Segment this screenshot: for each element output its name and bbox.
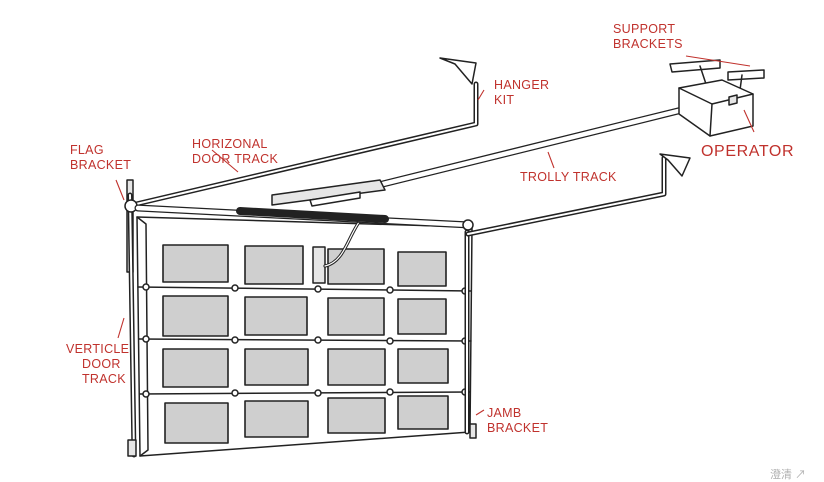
trolley-track <box>271 106 686 207</box>
jamb-bracket-line2: BRACKET <box>487 421 549 435</box>
jamb-bracket-line1: JAMB <box>487 406 522 420</box>
hanger-kit-line1: HANGER <box>494 78 550 92</box>
operator-label: OPERATOR <box>701 143 795 160</box>
spring-shaft <box>124 199 474 231</box>
horizontal-track-line1: HORIZONAL <box>192 137 268 151</box>
verticle-track-line3: TRACK <box>82 372 126 386</box>
flag-bracket-line1: FLAG <box>70 143 104 157</box>
leader-lines <box>115 55 755 416</box>
trolly-track-label: TROLLY TRACK <box>520 170 617 184</box>
verticle-track-label: VERTICLE DOOR TRACK <box>66 342 129 387</box>
door-arm-bracket <box>312 216 364 284</box>
verticle-track-line2: DOOR <box>82 357 121 371</box>
operator-assembly <box>669 59 765 137</box>
horizontal-tracks <box>129 81 667 237</box>
support-brackets-label: SUPPORT BRACKETS <box>613 22 683 52</box>
hanger-kit-label: HANGER KIT <box>494 78 549 108</box>
hanger-brackets <box>439 57 691 177</box>
horizontal-track-line2: DOOR TRACK <box>192 152 279 166</box>
verticle-track-line1: VERTICLE <box>66 342 130 356</box>
hanger-kit-line2: KIT <box>494 93 515 107</box>
door-windows <box>162 244 449 444</box>
flag-bracket-line2: BRACKET <box>70 158 132 172</box>
horizontal-track-label: HORIZONAL DOOR TRACK <box>192 137 278 167</box>
support-brackets-line2: BRACKETS <box>613 37 683 51</box>
jamb-bracket-label: JAMB BRACKET <box>487 406 548 436</box>
flag-bracket-label: FLAG BRACKET <box>70 143 131 173</box>
support-brackets-line1: SUPPORT <box>613 22 676 36</box>
watermark: 澄清 ↗ <box>770 469 807 481</box>
